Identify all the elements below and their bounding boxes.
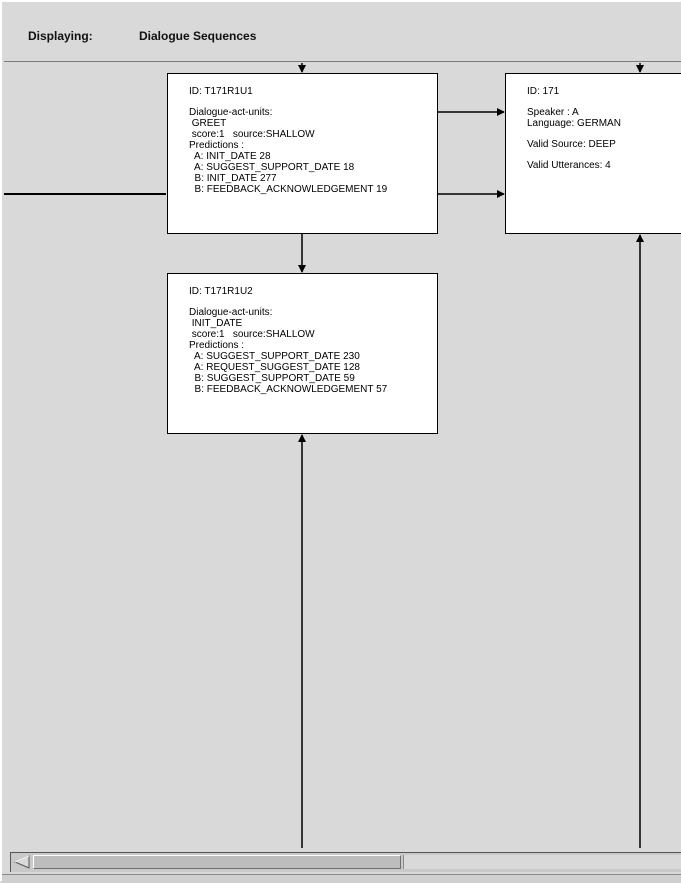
prediction-item: A: SUGGEST_SUPPORT_DATE 230 — [189, 351, 360, 362]
valid-source: Valid Source: DEEP — [527, 139, 616, 150]
display-header: Displaying: Dialogue Sequences — [4, 4, 681, 62]
dialogue-act-label: Dialogue-act-units: — [189, 307, 273, 318]
score-source: score:1 source:SHALLOW — [189, 129, 315, 140]
predictions-label: Predictions : — [189, 340, 245, 351]
speaker: Speaker : A — [527, 107, 579, 118]
prediction-item: A: SUGGEST_SUPPORT_DATE 18 — [189, 162, 355, 173]
valid-utterances: Valid Utterances: 4 — [527, 160, 611, 171]
node-id: ID: 171 — [527, 86, 560, 97]
node-id: ID: T171R1U1 — [189, 86, 253, 97]
session-node[interactable]: ID: 171 Speaker : A Language: GERMAN Val… — [505, 73, 681, 234]
utterance-node-u1[interactable]: ID: T171R1U1 Dialogue-act-units: GREET s… — [167, 73, 438, 234]
score-source: score:1 source:SHALLOW — [189, 329, 315, 340]
prediction-item: B: SUGGEST_SUPPORT_DATE 59 — [189, 373, 355, 384]
window-bottom-edge — [2, 874, 681, 883]
displaying-value: Dialogue Sequences — [139, 29, 257, 43]
prediction-item: B: FEEDBACK_ACKNOWLEDGEMENT 57 — [189, 384, 388, 395]
prediction-item: B: INIT_DATE 277 — [189, 173, 277, 184]
prediction-item: A: REQUEST_SUGGEST_DATE 128 — [189, 362, 360, 373]
predictions-label: Predictions : — [189, 140, 245, 151]
scrollbar-track-right[interactable] — [403, 855, 681, 869]
prediction-item: A: INIT_DATE 28 — [189, 151, 271, 162]
node-id: ID: T171R1U2 — [189, 286, 253, 297]
prediction-item: B: FEEDBACK_ACKNOWLEDGEMENT 19 — [189, 184, 388, 195]
graph-canvas[interactable]: ID: T171R1U1 Dialogue-act-units: GREET s… — [4, 63, 681, 850]
graph-edges — [4, 63, 644, 848]
displaying-label: Displaying: — [28, 29, 93, 43]
dialogue-act-label: Dialogue-act-units: — [189, 107, 273, 118]
language: Language: GERMAN — [527, 118, 621, 129]
horizontal-scrollbar[interactable] — [10, 852, 681, 872]
utterance-node-u2[interactable]: ID: T171R1U2 Dialogue-act-units: INIT_DA… — [167, 273, 438, 434]
dialogue-act-value: GREET — [189, 118, 227, 129]
scroll-left-arrow-icon[interactable] — [13, 855, 31, 869]
dialogue-act-value: INIT_DATE — [189, 318, 243, 329]
scrollbar-thumb[interactable] — [33, 855, 401, 869]
